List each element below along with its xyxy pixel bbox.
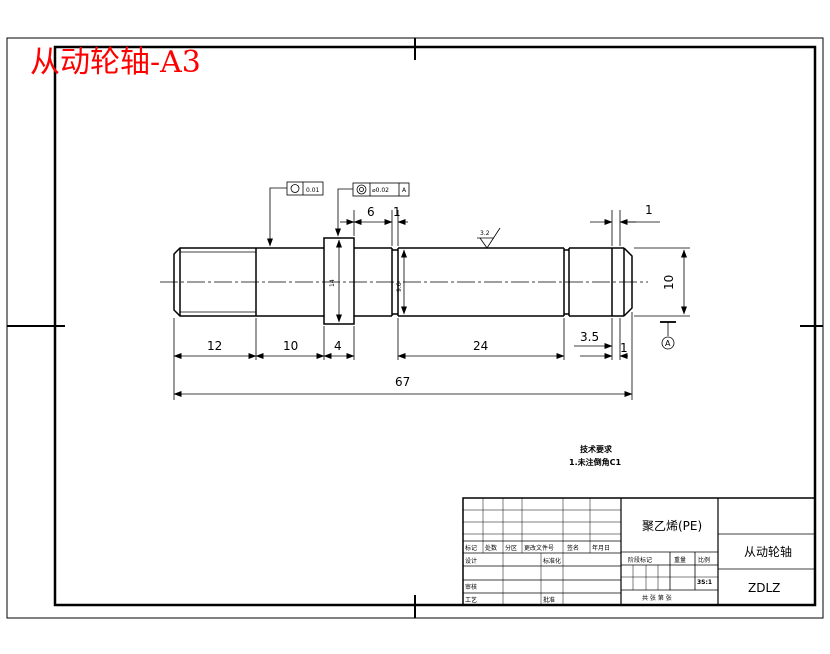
tech-req-heading: 技术要求 <box>580 444 613 454</box>
roughness-symbol <box>477 227 501 249</box>
dim-4: 4 <box>334 339 342 353</box>
dim-14: 14 <box>329 279 336 287</box>
centering-marks <box>7 38 823 618</box>
shaft-outline <box>173 237 633 325</box>
dim-1-right: 1 <box>620 341 628 355</box>
coaxiality-datum: A <box>402 187 407 194</box>
review-label: 审核 <box>465 583 477 591</box>
hdr-mark: 标记 <box>465 544 477 552</box>
part-code: ZDLZ <box>748 581 780 595</box>
dim-6: 6 <box>367 205 375 219</box>
dim-3-5: 3.5 <box>580 330 599 344</box>
scale-value: 3S:1 <box>697 579 712 586</box>
datum-label: A <box>665 339 671 348</box>
weight-label: 重量 <box>674 556 686 564</box>
dim-12: 12 <box>207 339 222 353</box>
dim-10: 10 <box>283 339 298 353</box>
dim-67: 67 <box>395 375 410 389</box>
coaxiality-value: ⌀0.02 <box>372 187 389 194</box>
stage-label: 阶段标记 <box>628 556 652 564</box>
datum-symbol <box>660 321 676 350</box>
sheets-label: 共 张 第 张 <box>642 594 672 602</box>
bottom-dims <box>173 343 633 397</box>
title-block <box>462 497 816 606</box>
dim-1-top-right: 1 <box>645 203 653 217</box>
hdr-count: 处数 <box>485 544 497 552</box>
tolerance-frame-coaxiality <box>335 182 410 237</box>
process-label: 工艺 <box>465 596 477 604</box>
hdr-zone: 分区 <box>505 544 517 552</box>
hdr-change-doc: 更改文件号 <box>524 544 554 552</box>
part-name: 从动轮轴 <box>744 544 792 559</box>
page-title: 从动轮轴-A3 <box>30 45 201 80</box>
dim-1-top: 1 <box>393 205 401 219</box>
dim-10-right: 10 <box>662 275 676 290</box>
material-label: 聚乙烯(PE) <box>642 519 702 533</box>
ratio-label: 比例 <box>698 556 710 564</box>
tolerance-frame-roundness <box>267 181 324 247</box>
roundness-value: 0.01 <box>306 187 320 194</box>
standard-label: 标准化 <box>543 557 561 565</box>
tech-req-line1: 1.未注倒角C1 <box>569 457 621 467</box>
dim-9-6: 9.6 <box>396 282 403 292</box>
approve-label: 批准 <box>543 596 555 604</box>
dim-24: 24 <box>473 339 488 353</box>
internal-dims <box>336 239 407 323</box>
hdr-date: 年月日 <box>592 544 610 552</box>
roughness-value: 3.2 <box>480 230 490 237</box>
design-label: 设计 <box>465 557 477 565</box>
hdr-signature: 签名 <box>567 544 579 552</box>
